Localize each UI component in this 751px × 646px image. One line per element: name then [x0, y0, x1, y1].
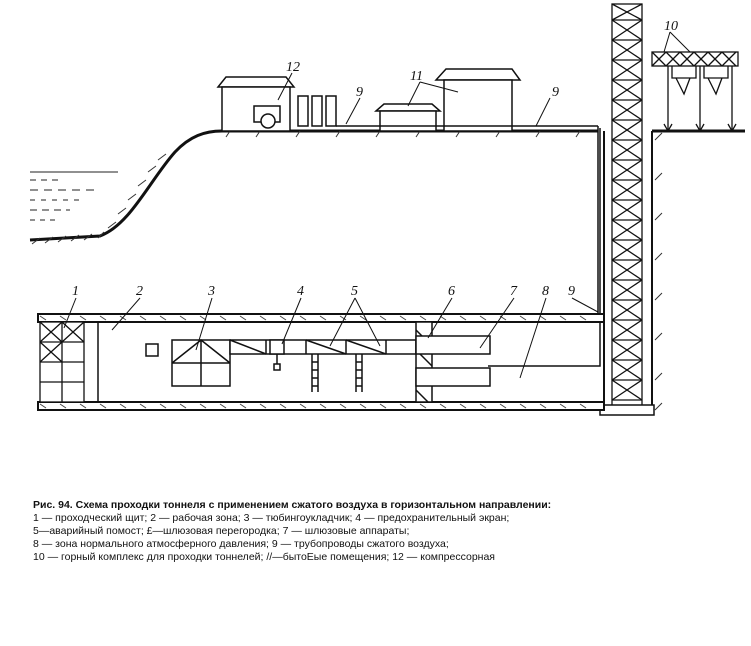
right-ground-hatch [654, 132, 663, 411]
label-7: 7 [510, 284, 518, 299]
label-9-surface-left: 9 [356, 85, 363, 100]
airlocks [415, 335, 491, 387]
label-9-surface-right: 9 [552, 85, 559, 100]
small-building [374, 103, 442, 132]
shaft-base [599, 404, 655, 416]
label-3: 3 [207, 284, 215, 299]
gantry-complex [651, 51, 739, 133]
air-pipe-shaft-2 [488, 128, 601, 367]
tunneling-shield [39, 321, 85, 403]
segment-erector [145, 339, 231, 387]
river-bed-hatch [31, 153, 167, 245]
caption-line-4: 10 — горный комплекс для проходки тоннел… [33, 551, 495, 563]
label-12: 12 [286, 60, 300, 75]
leader-lines [63, 31, 691, 379]
label-2: 2 [136, 284, 143, 299]
caption-title: Рис. 94. Схема проходки тоннеля с примен… [33, 499, 552, 511]
label-1: 1 [72, 284, 79, 299]
water-body [30, 171, 118, 221]
tunnel [37, 313, 605, 411]
caption-line-1: 1 — проходческий щит; 2 — рабочая зона; … [33, 512, 510, 524]
label-11: 11 [410, 69, 423, 84]
tunnel-diagram: 1 2 3 4 5 6 7 8 9 9 9 10 11 12 [29, 3, 745, 416]
ground-surface [29, 129, 598, 242]
label-8: 8 [542, 284, 549, 299]
label-4: 4 [297, 284, 304, 299]
label-10: 10 [664, 19, 678, 34]
caption-line-2: 5—аварийный помост; £—шлюзовая перегород… [33, 525, 410, 537]
label-6: 6 [448, 284, 455, 299]
lock-bulkhead [415, 321, 433, 403]
caption-line-3: 8 — зона нормального атмосферного давлен… [33, 538, 449, 550]
large-building [434, 68, 522, 132]
figure-caption: Рис. 94. Схема проходки тоннеля с примен… [33, 499, 733, 564]
surface-hatch [225, 130, 581, 138]
label-9-tunnel: 9 [568, 284, 575, 299]
emergency-platform [229, 339, 417, 392]
compressor-house [216, 76, 337, 132]
shaft-tower [611, 3, 643, 415]
label-5: 5 [351, 284, 358, 299]
